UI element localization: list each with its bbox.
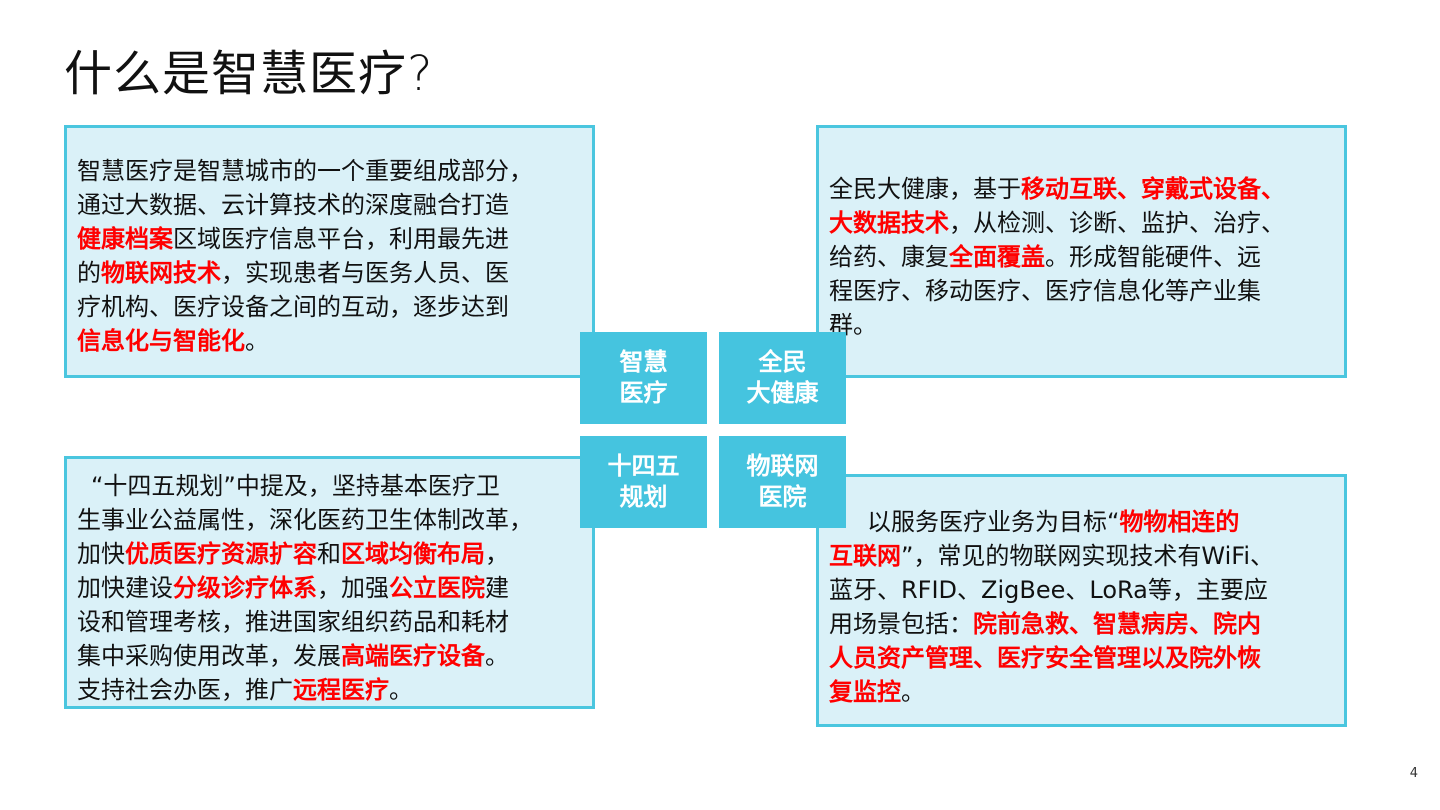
text-line: 疗机构、医疗设备之间的互动，逐步达到	[77, 290, 533, 324]
box-text: 全民大健康，基于移动互联、穿戴式设备、大数据技术，从检测、诊断、监护、治疗、给药…	[829, 172, 1285, 342]
tile-label: 医疗	[619, 379, 668, 407]
body-text: ，实现患者与医务人员、医	[221, 259, 509, 287]
highlight-text: 人员资产管理、医疗安全管理以及院外恢	[829, 644, 1261, 672]
body-text: 生事业公益属性，深化医药卫生体制改革，	[77, 506, 533, 534]
text-line: 以服务医疗业务为目标“物物相连的	[829, 505, 1274, 539]
center-tile-national-health: 全民 大健康	[719, 332, 846, 424]
box-text: 以服务医疗业务为目标“物物相连的互联网”，常见的物联网实现技术有WiFi、蓝牙、…	[829, 505, 1274, 709]
text-line: 通过大数据、云计算技术的深度融合打造	[77, 188, 533, 222]
box-text: “十四五规划”中提及，坚持基本医疗卫生事业公益属性，深化医药卫生体制改革， 加快优…	[77, 469, 533, 707]
body-text: ，	[485, 540, 509, 568]
body-text: 以服务医疗业务为目标“	[867, 508, 1120, 536]
body-text: 加快建设	[77, 574, 173, 602]
body-text: 全民大健康，基于	[829, 175, 1021, 203]
text-line: 全民大健康，基于移动互联、穿戴式设备、	[829, 172, 1285, 206]
text-line: 人员资产管理、医疗安全管理以及院外恢	[829, 641, 1274, 675]
highlight-text: 信息化与智能化	[77, 327, 245, 355]
center-tile-smart-healthcare: 智慧 医疗	[580, 332, 707, 424]
page-number: 4	[1409, 766, 1418, 781]
highlight-text: 物联网技术	[101, 259, 221, 287]
text-line: 集中采购使用改革，发展高端医疗设备。	[77, 639, 533, 673]
text-line: 复监控。	[829, 675, 1274, 709]
body-text: 建	[485, 574, 509, 602]
box-iot-hospital: 以服务医疗业务为目标“物物相连的互联网”，常见的物联网实现技术有WiFi、蓝牙、…	[816, 474, 1347, 727]
body-text: 智慧医疗是智慧城市的一个重要组成部分，	[77, 157, 533, 185]
highlight-text: 区域均衡布局	[341, 540, 485, 568]
highlight-text: 院前急救、智慧病房、院内	[973, 610, 1261, 638]
text-line: 加快优质医疗资源扩容和区域均衡布局，	[77, 537, 533, 571]
body-text: 支持社会办医，推广	[77, 676, 293, 704]
tile-label: 智慧	[619, 348, 668, 376]
body-text: 用场景包括：	[829, 610, 973, 638]
highlight-text: 公立医院	[389, 574, 485, 602]
box-five-year-plan: “十四五规划”中提及，坚持基本医疗卫生事业公益属性，深化医药卫生体制改革， 加快优…	[64, 456, 595, 709]
highlight-text: 复监控	[829, 678, 901, 706]
body-text: 。	[901, 678, 925, 706]
tile-label: 大健康	[746, 379, 819, 407]
body-text: 和	[317, 540, 341, 568]
text-line: 蓝牙、RFID、ZigBee、LoRa等，主要应	[829, 573, 1274, 607]
highlight-text: 优质医疗资源扩容	[125, 540, 317, 568]
body-text: ，从检测、诊断、监护、治疗、	[949, 209, 1285, 237]
highlight-text: 大数据技术	[829, 209, 949, 237]
text-line: “十四五规划”中提及，坚持基本医疗卫	[77, 469, 533, 503]
tile-label: 物联网	[746, 452, 819, 480]
tile-label: 全民	[758, 348, 807, 376]
highlight-text: 高端医疗设备	[341, 642, 485, 670]
text-line: 给药、康复全面覆盖。形成智能硬件、远	[829, 240, 1285, 274]
box-text: 智慧医疗是智慧城市的一个重要组成部分，通过大数据、云计算技术的深度融合打造健康档…	[77, 154, 533, 358]
highlight-text: 互联网	[829, 542, 901, 570]
body-text: ”，常见的物联网实现技术有WiFi、	[901, 542, 1275, 570]
box-national-health: 全民大健康，基于移动互联、穿戴式设备、大数据技术，从检测、诊断、监护、治疗、给药…	[816, 125, 1347, 378]
body-text: 区域医疗信息平台，利用最先进	[173, 225, 509, 253]
tile-label: 十四五	[607, 452, 680, 480]
box-smart-healthcare: 智慧医疗是智慧城市的一个重要组成部分，通过大数据、云计算技术的深度融合打造健康档…	[64, 125, 595, 378]
text-line: 程医疗、移动医疗、医疗信息化等产业集	[829, 274, 1285, 308]
body-text: “十四五规划”中提及，坚持基本医疗卫	[91, 472, 500, 500]
body-text: 程医疗、移动医疗、医疗信息化等产业集	[829, 277, 1261, 305]
highlight-text: 物物相连的	[1119, 508, 1240, 536]
body-text: 。	[245, 327, 269, 355]
highlight-text: 远程医疗	[293, 676, 389, 704]
highlight-text: 健康档案	[77, 225, 173, 253]
body-text: 给药、康复	[829, 243, 949, 271]
body-text: 通过大数据、云计算技术的深度融合打造	[77, 191, 509, 219]
body-text: 的	[77, 259, 101, 287]
center-tile-iot-hospital: 物联网 医院	[719, 436, 846, 528]
text-line: 的物联网技术，实现患者与医务人员、医	[77, 256, 533, 290]
highlight-text: 移动互联、穿戴式设备、	[1021, 175, 1285, 203]
body-text: 设和管理考核，推进国家组织药品和耗材	[77, 608, 509, 636]
center-tile-five-year-plan: 十四五 规划	[580, 436, 707, 528]
text-line: 互联网”，常见的物联网实现技术有WiFi、	[829, 539, 1274, 573]
tile-label: 规划	[619, 483, 668, 511]
text-line: 大数据技术，从检测、诊断、监护、治疗、	[829, 206, 1285, 240]
body-text: 集中采购使用改革，发展	[77, 642, 341, 670]
body-text: ，加强	[317, 574, 389, 602]
text-line: 智慧医疗是智慧城市的一个重要组成部分，	[77, 154, 533, 188]
text-line: 用场景包括：院前急救、智慧病房、院内	[829, 607, 1274, 641]
text-line: 信息化与智能化。	[77, 324, 533, 358]
highlight-text: 分级诊疗体系	[173, 574, 317, 602]
body-text: 。形成智能硬件、远	[1045, 243, 1261, 271]
highlight-text: 全面覆盖	[949, 243, 1045, 271]
body-text: 。	[485, 642, 509, 670]
text-line: 支持社会办医，推广远程医疗。	[77, 673, 533, 707]
text-line: 健康档案区域医疗信息平台，利用最先进	[77, 222, 533, 256]
text-line: 群。	[829, 308, 1285, 342]
body-text: 疗机构、医疗设备之间的互动，逐步达到	[77, 293, 509, 321]
body-text: 。	[389, 676, 413, 704]
body-text: 蓝牙、RFID、ZigBee、LoRa等，主要应	[829, 576, 1268, 604]
page-title: 什么是智慧医疗?	[64, 46, 434, 102]
tile-label: 医院	[758, 483, 807, 511]
body-text: 加快	[77, 540, 125, 568]
text-line: 生事业公益属性，深化医药卫生体制改革，	[77, 503, 533, 537]
text-line: 设和管理考核，推进国家组织药品和耗材	[77, 605, 533, 639]
text-line: 加快建设分级诊疗体系，加强公立医院建	[77, 571, 533, 605]
